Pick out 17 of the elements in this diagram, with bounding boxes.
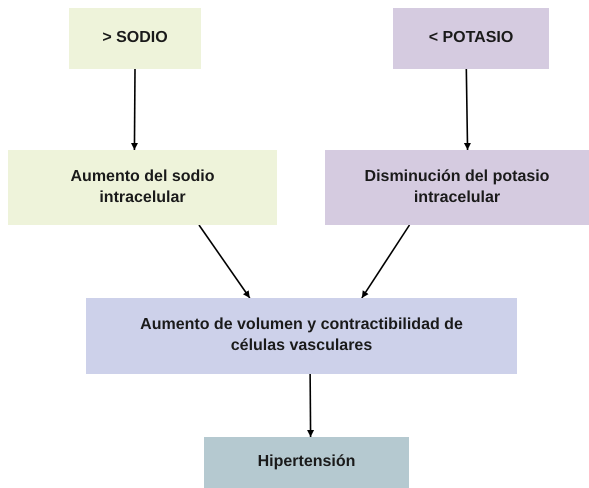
arrow [130, 69, 138, 150]
process-box [86, 298, 517, 374]
arrow [361, 224, 410, 298]
box-label: Disminución del potasio intracelular [364, 166, 550, 208]
process-box [69, 8, 201, 69]
arrow [198, 224, 250, 298]
process-box [204, 437, 409, 488]
box-label: > SODIO [102, 28, 168, 48]
process-box [8, 150, 277, 225]
arrow [307, 374, 314, 437]
arrow [464, 68, 471, 150]
box-label: Aumento de volumen y contractibilidad de células vasculares [139, 315, 464, 356]
box-label: Hipertensión [258, 452, 356, 472]
box-label: Aumento del sodio intracelular [70, 166, 216, 208]
process-box [325, 150, 589, 225]
box-label: < POTASIO [428, 28, 514, 48]
process-box [393, 8, 549, 69]
